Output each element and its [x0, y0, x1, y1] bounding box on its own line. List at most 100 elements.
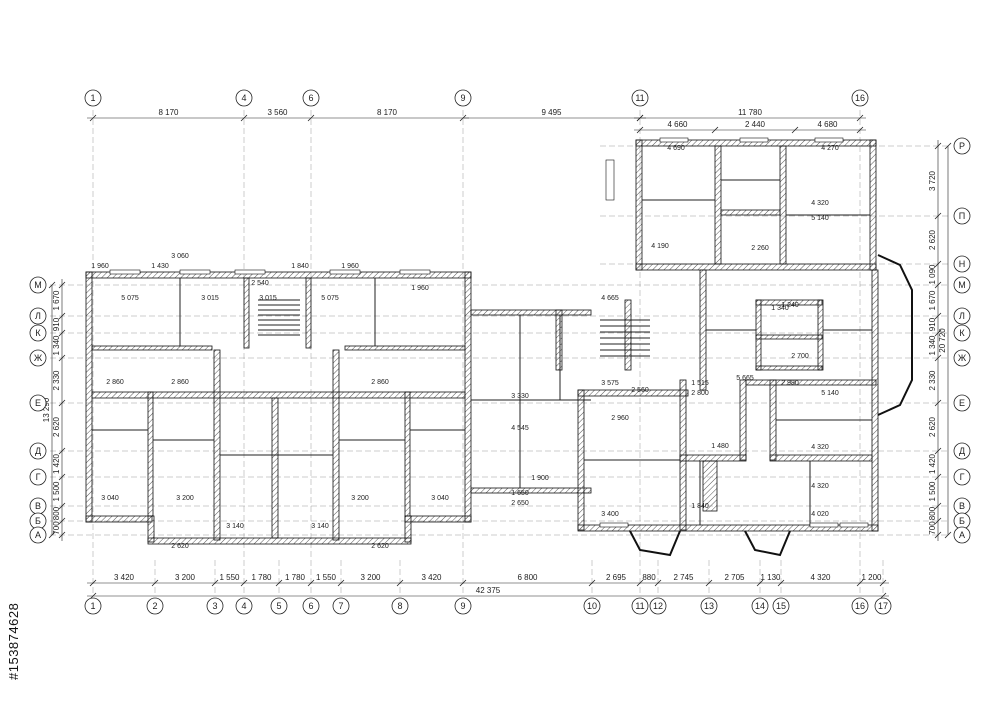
- dim-text: 8 170: [377, 108, 398, 117]
- left-axis-label: В: [35, 501, 41, 511]
- bottom-axis-label: 4: [241, 601, 246, 611]
- interior-dim-text: 4 320: [811, 444, 829, 451]
- left-axis-label-bubble: [29, 324, 47, 342]
- left-axis-label: Л: [35, 311, 41, 321]
- right-axis-label-bubble: [953, 207, 971, 225]
- dim-text: 2 695: [606, 573, 627, 582]
- wall: [85, 515, 153, 523]
- dim-text: 13 290: [42, 397, 51, 422]
- left-axis-label: Б: [35, 516, 41, 526]
- bottom-axis-label-bubble: [583, 597, 601, 615]
- right-axis-label: Б: [959, 516, 965, 526]
- top-axis-label: 6: [308, 93, 313, 103]
- wall: [577, 389, 689, 397]
- right-axis-label-bubble: [953, 307, 971, 325]
- dim-tick: [934, 502, 942, 510]
- bottom-axis-label: 9: [460, 601, 465, 611]
- dim-tick: [934, 260, 942, 268]
- bottom-axis-label: 14: [755, 601, 765, 611]
- dim-tick: [711, 126, 719, 134]
- left-axis-label: Д: [35, 446, 41, 456]
- wall: [869, 139, 877, 271]
- dim-text: 3 420: [421, 573, 442, 582]
- dim-text: 800: [928, 506, 937, 520]
- dim-tick: [636, 126, 644, 134]
- dim-text: 2 620: [52, 416, 61, 437]
- left-axis-label: А: [35, 530, 41, 540]
- left-axis-label-bubble: [29, 442, 47, 460]
- window: [814, 137, 844, 143]
- interior-dim-text: 1 840: [691, 503, 709, 510]
- dim-tick: [791, 126, 799, 134]
- interior-dim-text: 3 040: [101, 495, 119, 502]
- bay-window: [629, 530, 681, 557]
- left-axis-label-bubble: [29, 468, 47, 486]
- dim-tick: [588, 579, 596, 587]
- interior-dim-text: 2 260: [751, 245, 769, 252]
- bottom-axis-label-bubble: [146, 597, 164, 615]
- left-axis-label-bubble: [29, 526, 47, 544]
- bottom-axis-label-bubble: [649, 597, 667, 615]
- dim-tick: [705, 579, 713, 587]
- interior-dim-text: 1 900: [531, 475, 549, 482]
- interior-dim-text: 2 620: [371, 543, 389, 550]
- wall: [404, 515, 472, 523]
- dim-tick: [58, 517, 66, 525]
- right-axis-label: П: [959, 211, 965, 221]
- interior-dim-text: 3 330: [511, 393, 529, 400]
- top-axis-label-bubble: [235, 89, 253, 107]
- top-axis-label-bubble: [631, 89, 649, 107]
- wall: [213, 349, 221, 541]
- bottom-axis-label: 1: [90, 601, 95, 611]
- dim-tick: [856, 126, 864, 134]
- dim-text: 3 200: [360, 573, 381, 582]
- dim-tick: [934, 142, 942, 150]
- right-axis-label: Е: [959, 398, 965, 408]
- dim-text: 880: [642, 573, 656, 582]
- interior-dim-text: 4 320: [811, 483, 829, 490]
- wall: [464, 271, 472, 523]
- right-axis-label-bubble: [953, 442, 971, 460]
- dim-text: 1 420: [928, 453, 937, 474]
- interior-dim-text: 1 430: [151, 263, 169, 270]
- dim-text: 9 495: [541, 108, 562, 117]
- right-axis-label-bubble: [953, 255, 971, 273]
- wall: [769, 454, 873, 462]
- wall: [635, 263, 877, 271]
- right-axis-label: А: [959, 530, 965, 540]
- dim-text: 1 340: [928, 335, 937, 356]
- dim-tick: [459, 579, 467, 587]
- bottom-axis-label: 16: [855, 601, 865, 611]
- interior-dim-text: 2 700: [791, 353, 809, 360]
- dim-text: 800: [52, 506, 61, 520]
- interior-dim-text: 3 015: [201, 295, 219, 302]
- walls: [85, 137, 913, 557]
- dim-text: 3 420: [114, 573, 135, 582]
- interior-dim-text: 4 320: [811, 200, 829, 207]
- dim-tick: [89, 579, 97, 587]
- right-axis-label-bubble: [953, 349, 971, 367]
- dim-text: 910: [928, 317, 937, 331]
- dim-text: 3 200: [175, 573, 196, 582]
- dim-tick: [636, 579, 644, 587]
- window: [659, 137, 689, 143]
- dim-text: 6 800: [517, 573, 538, 582]
- dim-tick: [58, 447, 66, 455]
- right-axis-label: К: [959, 328, 965, 338]
- wall: [755, 365, 823, 371]
- bottom-axis-label: 2: [152, 601, 157, 611]
- dim-text: 1 340: [52, 335, 61, 356]
- interior-dim-text: 2 860: [371, 379, 389, 386]
- dim-text: 1 420: [52, 453, 61, 474]
- dim-tick: [307, 114, 315, 122]
- wall: [702, 460, 718, 512]
- bottom-axis-label: 13: [704, 601, 714, 611]
- interior-dim-text: 3 015: [259, 295, 277, 302]
- interior-dim-text: 3 200: [351, 495, 369, 502]
- dim-tick: [944, 142, 952, 150]
- dim-tick: [151, 579, 159, 587]
- dim-text: 1 090: [928, 264, 937, 285]
- window: [179, 269, 211, 275]
- window: [329, 269, 361, 275]
